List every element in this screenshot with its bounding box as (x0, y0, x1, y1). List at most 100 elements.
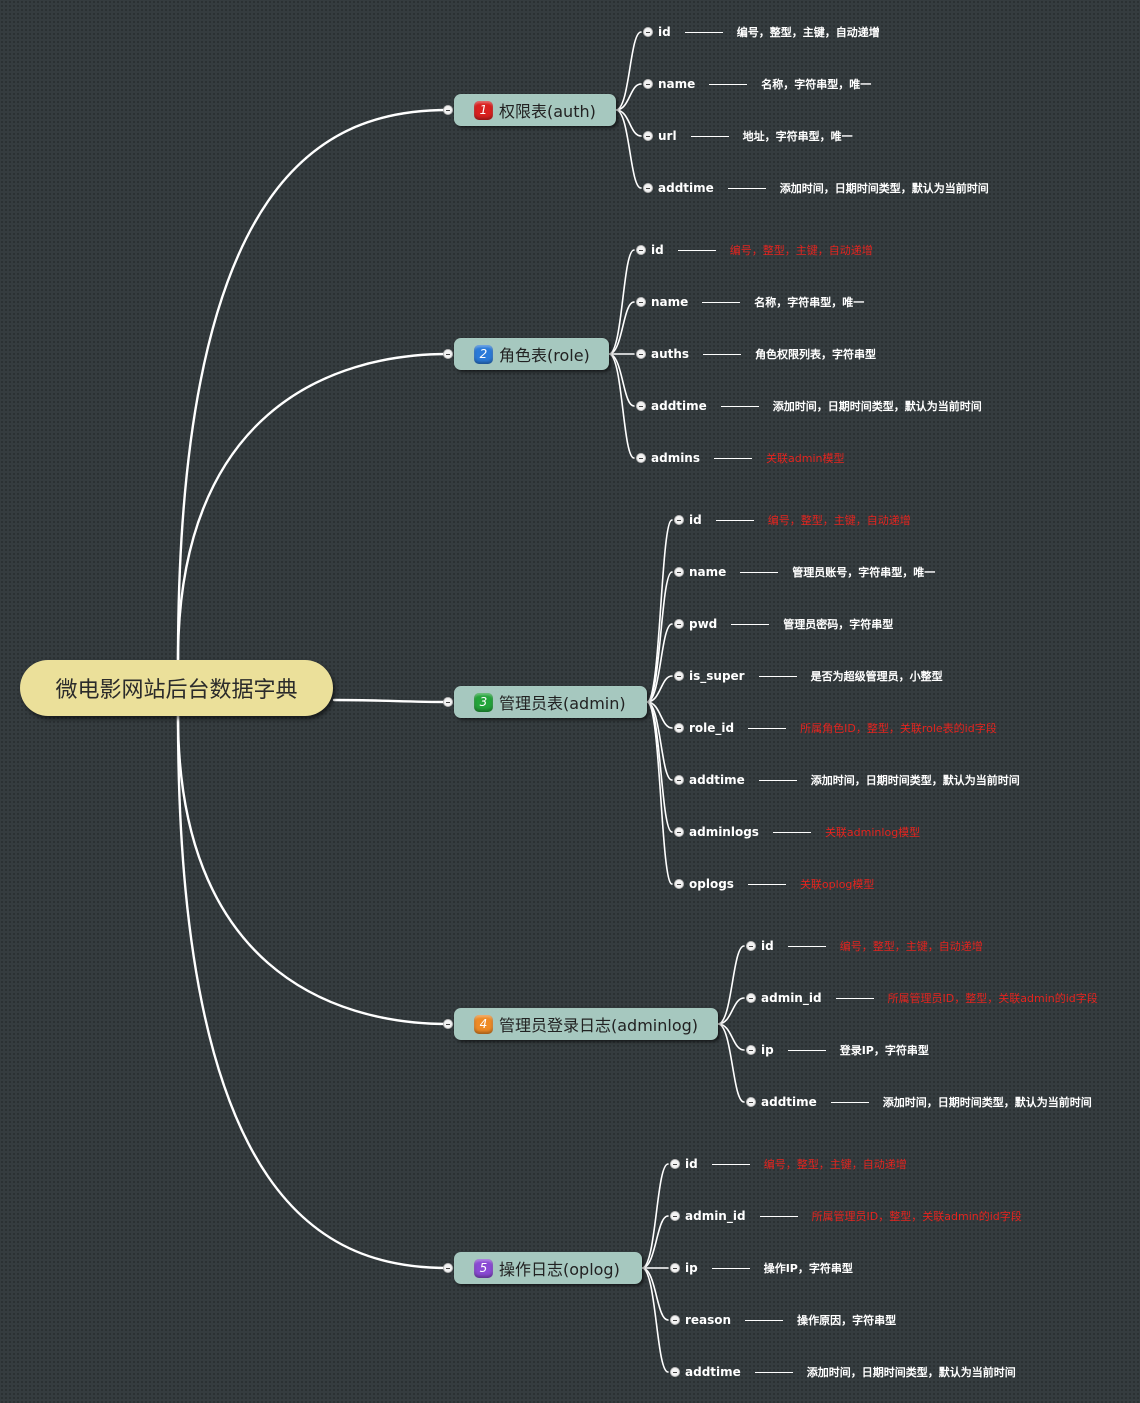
field-description: 关联admin模型 (766, 452, 845, 465)
field-row[interactable]: addtime 添加时间，日期时间类型，默认为当前时间 (658, 180, 989, 196)
field-row[interactable]: reason 操作原因，字符串型 (685, 1312, 896, 1328)
table-2-collapse-toggle[interactable] (443, 349, 453, 359)
field-link-2-2 (608, 301, 635, 355)
field-collapse-toggle[interactable] (670, 1211, 680, 1221)
field-collapse-toggle[interactable] (636, 297, 646, 307)
field-collapse-toggle[interactable] (670, 1367, 680, 1377)
field-collapse-toggle[interactable] (636, 349, 646, 359)
field-collapse-toggle[interactable] (746, 941, 756, 951)
table-label: 管理员登录日志(adminlog) (499, 1016, 699, 1035)
table-5-collapse-toggle[interactable] (443, 1263, 453, 1273)
field-link-1-1 (615, 31, 642, 111)
field-collapse-toggle[interactable] (636, 401, 646, 411)
field-connector (731, 623, 770, 625)
field-collapse-toggle[interactable] (674, 827, 684, 837)
field-description: 编号，整型，主键，自动递增 (763, 1158, 907, 1171)
field-connector (787, 945, 826, 947)
field-description: 操作原因，字符串型 (797, 1314, 897, 1327)
field-collapse-toggle[interactable] (670, 1315, 680, 1325)
root-link-5 (176, 714, 450, 1270)
field-collapse-toggle[interactable] (674, 515, 684, 525)
table-3-collapse-toggle[interactable] (443, 697, 453, 707)
field-description: 编号，整型，主键，自动递增 (736, 26, 880, 39)
field-name: addtime (658, 181, 714, 195)
field-collapse-toggle[interactable] (636, 453, 646, 463)
field-description: 关联oplog模型 (799, 878, 875, 891)
field-collapse-toggle[interactable] (746, 1045, 756, 1055)
field-name: admin_id (685, 1209, 746, 1223)
field-collapse-toggle[interactable] (670, 1263, 680, 1273)
field-description: 添加时间，日期时间类型，默认为当前时间 (810, 774, 1020, 787)
priority-badge-icon: 3 (474, 692, 493, 712)
field-name: reason (685, 1313, 732, 1327)
field-connector (772, 831, 811, 833)
field-collapse-toggle[interactable] (674, 567, 684, 577)
field-name: addtime (685, 1365, 741, 1379)
field-connector (709, 83, 748, 85)
field-collapse-toggle[interactable] (670, 1159, 680, 1169)
field-connector (754, 1371, 793, 1373)
field-collapse-toggle[interactable] (674, 775, 684, 785)
field-collapse-toggle[interactable] (636, 245, 646, 255)
field-description: 名称，字符串型，唯一 (761, 78, 872, 91)
field-link-3-4 (646, 675, 673, 703)
field-connector (684, 31, 723, 33)
field-description: 添加时间，日期时间类型，默认为当前时间 (779, 182, 989, 195)
field-collapse-toggle[interactable] (674, 879, 684, 889)
field-collapse-toggle[interactable] (643, 79, 653, 89)
field-link-1-2 (615, 83, 642, 111)
field-collapse-toggle[interactable] (674, 723, 684, 733)
field-link-3-8 (646, 701, 673, 885)
field-description: 操作IP，字符串型 (763, 1262, 853, 1275)
field-collapse-toggle[interactable] (643, 27, 653, 37)
table-4-collapse-toggle[interactable] (443, 1019, 453, 1029)
field-collapse-toggle[interactable] (674, 671, 684, 681)
field-link-4-1 (717, 945, 745, 1025)
field-link-3-1 (646, 519, 673, 703)
field-description: 角色权限列表，字符串型 (755, 348, 877, 361)
priority-badge-icon: 5 (474, 1258, 493, 1278)
field-collapse-toggle[interactable] (643, 131, 653, 141)
field-collapse-toggle[interactable] (746, 1097, 756, 1107)
field-collapse-toggle[interactable] (643, 183, 653, 193)
field-collapse-toggle[interactable] (674, 619, 684, 629)
field-name: addtime (761, 1095, 817, 1109)
field-description: 名称，字符串型，唯一 (754, 296, 865, 309)
root-node[interactable]: 微电影网站后台数据字典 (20, 660, 333, 716)
table-1-collapse-toggle[interactable] (443, 105, 453, 115)
field-name: pwd (689, 617, 718, 631)
field-link-4-4 (717, 1023, 745, 1103)
field-connector (720, 405, 759, 407)
root-link-4 (176, 714, 450, 1026)
field-collapse-toggle[interactable] (746, 993, 756, 1003)
